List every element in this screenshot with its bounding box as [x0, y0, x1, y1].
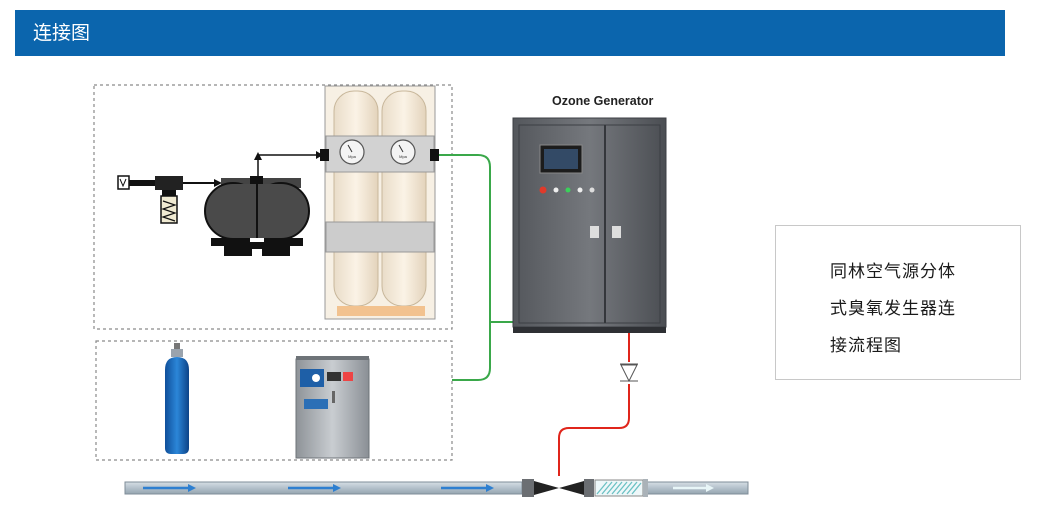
caption-line-1: 同林空气源分体: [830, 262, 956, 282]
caption-line-2: 式臭氧发生器连: [830, 299, 956, 319]
gauge-unit-label: Mpa: [348, 154, 357, 159]
air-filter-icon: [117, 175, 222, 224]
ozone-generator-cabinet-icon: [512, 117, 667, 333]
air-source-box: [93, 84, 453, 330]
ozone-line: [558, 384, 630, 476]
oxygen-generator-unit-icon: [295, 356, 370, 459]
flow-arrow-icon: [143, 484, 196, 492]
oxygen-cylinder-icon: [165, 343, 189, 454]
oxygen-tower-icon: Mpa Mpa: [320, 85, 439, 320]
gauge-unit-label: Mpa: [399, 154, 408, 159]
caption-box: [775, 225, 1021, 380]
static-mixer-icon: [594, 479, 648, 497]
air-compressor-icon: [204, 151, 323, 257]
water-pipe-icon: [124, 479, 749, 497]
oxygen-source-box: [95, 340, 453, 461]
flow-arrow-icon: [673, 484, 714, 492]
header-bar: [15, 10, 1005, 56]
page-title: 连接图: [33, 22, 91, 44]
oxygen-line: [439, 154, 491, 381]
check-valve-icon: [620, 363, 638, 383]
ozone-generator-label: Ozone Generator: [552, 94, 654, 108]
flow-arrow-icon: [288, 484, 341, 492]
caption-line-3: 接流程图: [830, 336, 902, 356]
flow-arrow-icon: [441, 484, 494, 492]
